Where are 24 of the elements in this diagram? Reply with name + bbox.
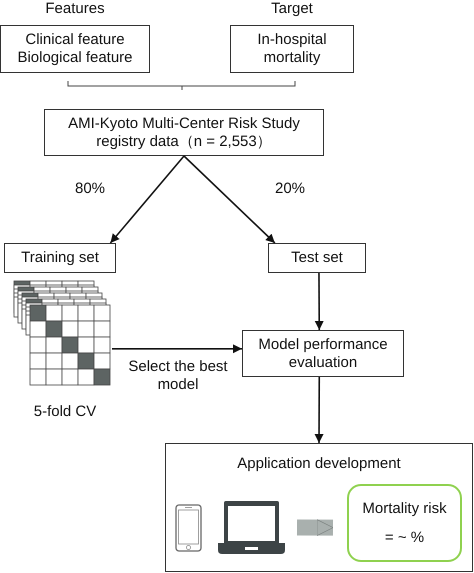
arrow xyxy=(110,155,185,244)
result-box xyxy=(347,484,462,562)
box-text: Training set xyxy=(21,249,99,267)
application-panel xyxy=(165,443,473,572)
box-text: Clinical feature Biological feature xyxy=(16,31,134,67)
box-text: Model performance evaluation xyxy=(257,336,389,372)
caption-label: 5-fold CV xyxy=(32,403,98,421)
box-text: Test set xyxy=(291,249,343,267)
arrow xyxy=(314,377,324,443)
dataset-box xyxy=(44,109,324,156)
value-text: = ~ % xyxy=(384,528,424,546)
heading-label: Target xyxy=(270,0,314,18)
arrow xyxy=(112,344,242,354)
process-box xyxy=(268,243,366,273)
arrow xyxy=(314,273,324,330)
panel-title: Application development xyxy=(236,455,402,473)
block-arrow xyxy=(296,519,334,536)
box-text: In-hospital mortality xyxy=(256,31,328,67)
arrow xyxy=(183,155,276,244)
process-box xyxy=(242,330,404,377)
process-box xyxy=(4,243,116,273)
heading-label: Features xyxy=(44,0,106,18)
box-text: AMI-Kyoto Multi-Center Risk Study registry data（n = 2,553） xyxy=(67,114,301,150)
box-text: Mortality risk xyxy=(362,500,447,518)
